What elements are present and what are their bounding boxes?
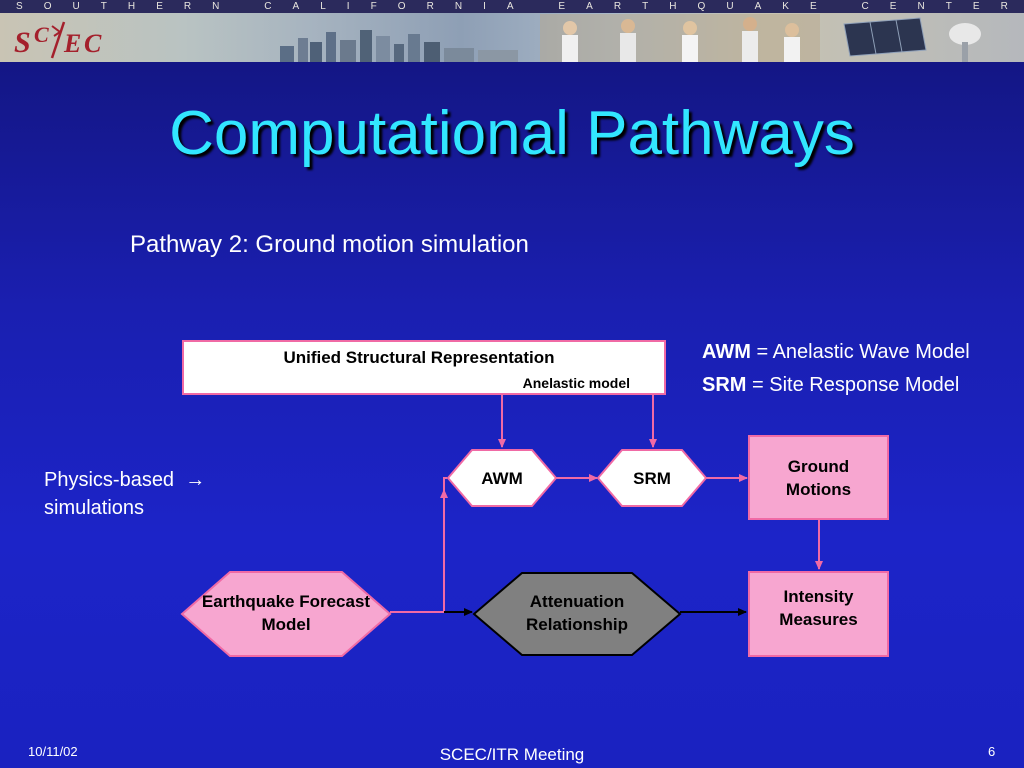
physics-line2: simulations bbox=[44, 497, 145, 519]
banner-letter: E bbox=[809, 1, 817, 12]
physics-based-simulations-note: Physics-based → simulations bbox=[44, 466, 205, 522]
banner-letter: U bbox=[72, 1, 80, 12]
banner-letter: A bbox=[506, 1, 514, 12]
banner-letter: N bbox=[917, 1, 925, 12]
banner-letter: R bbox=[183, 1, 192, 12]
field-people-image bbox=[540, 14, 820, 62]
city-skyline-image bbox=[280, 30, 518, 62]
svg-text:C: C bbox=[84, 29, 102, 58]
ground-motions-box: Ground Motions bbox=[748, 435, 889, 520]
banner-letter: I bbox=[483, 1, 486, 12]
svg-text:C: C bbox=[34, 22, 49, 47]
legend-awm-abbr: AWM bbox=[702, 341, 751, 363]
legend-srm-definition: = Site Response Model bbox=[746, 374, 960, 396]
banner-letter: T bbox=[642, 1, 649, 12]
banner-letter: T bbox=[945, 1, 952, 12]
banner-letter: S bbox=[16, 1, 23, 12]
banner-letter: C bbox=[861, 1, 869, 12]
banner-letter: C bbox=[264, 1, 272, 12]
banner-letter: O bbox=[397, 1, 406, 12]
banner-letter: F bbox=[370, 1, 377, 12]
intensity-measures-label: Intensity Measures bbox=[779, 587, 858, 629]
banner-letter: U bbox=[726, 1, 734, 12]
banner-letter: A bbox=[754, 1, 762, 12]
ground-motions-label: Ground Motions bbox=[785, 456, 852, 499]
banner-letter: H bbox=[669, 1, 677, 12]
banner-letter: R bbox=[426, 1, 434, 12]
forecast-node-shape bbox=[180, 571, 392, 657]
footer-meeting: SCEC/ITR Meeting bbox=[439, 745, 585, 764]
slide-subtitle: Pathway 2: Ground motion simulation bbox=[130, 231, 529, 258]
svg-text:S: S bbox=[14, 26, 30, 59]
physics-line1: Physics-based bbox=[44, 469, 175, 491]
banner-letter: T bbox=[100, 1, 107, 12]
banner-letter: E bbox=[972, 1, 980, 12]
svg-text:E: E bbox=[63, 29, 81, 58]
banner-letter: Q bbox=[697, 1, 706, 12]
banner-letter: A bbox=[292, 1, 300, 12]
legend-srm-abbr: SRM bbox=[702, 374, 747, 396]
banner-letter: H bbox=[127, 1, 136, 12]
banner-letter: R bbox=[613, 1, 622, 12]
banner-letter: O bbox=[43, 1, 52, 12]
srm-node-shape bbox=[596, 449, 708, 507]
usr-title-wrap: Unified Structural Representation bbox=[184, 348, 664, 368]
legend-awm-definition: = Anelastic Wave Model bbox=[750, 341, 970, 363]
awm-node-shape bbox=[446, 449, 558, 507]
footer-date: 10/11/02 bbox=[28, 744, 78, 759]
awm-node-label: AWM bbox=[481, 468, 523, 488]
arrow-forecast-to-awm-path bbox=[390, 489, 448, 613]
legend-awm: AWM = Anelastic Wave Model bbox=[702, 341, 970, 364]
banner-letter: E bbox=[889, 1, 897, 12]
banner-strip bbox=[0, 0, 1024, 13]
legend-srm: SRM = Site Response Model bbox=[702, 374, 959, 397]
scec-logo: S C E C bbox=[12, 18, 110, 60]
banner-letter: I bbox=[346, 1, 350, 12]
usr-title: Unified Structural Representation bbox=[283, 348, 555, 367]
solar-panel-image bbox=[843, 17, 927, 57]
slide-title: Computational Pathways bbox=[169, 99, 855, 168]
gps-antenna-image bbox=[949, 23, 981, 62]
attenuation-node-label: Attenuation Relationship bbox=[525, 592, 628, 634]
banner-letter: A bbox=[586, 1, 593, 12]
right-arrow-icon: → bbox=[185, 469, 206, 491]
banner-letter: K bbox=[782, 1, 789, 12]
banner-letter: R bbox=[1000, 1, 1008, 12]
intensity-measures-box: Intensity Measures bbox=[748, 571, 889, 657]
slide-number: 6 bbox=[988, 744, 996, 759]
banner-letter: N bbox=[454, 1, 463, 12]
forecast-node-label: Earthquake Forecast Model bbox=[201, 592, 371, 634]
unified-structural-representation-box: Unified Structural Representation Anelas… bbox=[182, 340, 666, 395]
banner-letter: E bbox=[156, 1, 163, 12]
banner-letter: E bbox=[558, 1, 566, 12]
banner-letter: N bbox=[212, 1, 220, 12]
scec-logo-mark: S C E C bbox=[14, 21, 103, 59]
srm-node-label: SRM bbox=[633, 468, 671, 488]
banner-letter: L bbox=[320, 1, 326, 12]
usr-subtitle: Anelastic model bbox=[522, 375, 630, 391]
arrow-forecast-to-awm bbox=[390, 477, 447, 613]
attenuation-node-shape bbox=[472, 572, 682, 656]
